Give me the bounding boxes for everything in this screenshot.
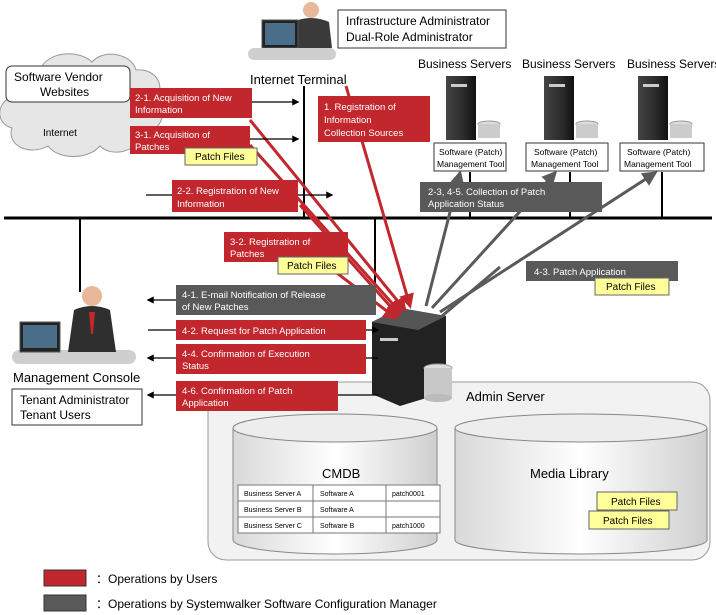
svg-text:4-6. Confirmation of Patch: 4-6. Confirmation of Patch xyxy=(182,386,292,397)
cmdb-cell: Business Server C xyxy=(244,523,302,530)
cmdb-cell: Software A xyxy=(320,507,354,514)
infrastructure-admin-person xyxy=(248,2,336,60)
cmdb-cell: Software B xyxy=(320,523,355,530)
svg-text:Software (Patch): Software (Patch) xyxy=(439,147,502,157)
svg-text:Information: Information xyxy=(135,105,183,116)
cmdb-cell: patch0001 xyxy=(392,491,425,498)
svg-text:Management Tool: Management Tool xyxy=(624,159,692,169)
legend-swatch-system xyxy=(43,594,87,612)
internet-label: Internet xyxy=(43,128,77,139)
infra-admin-label: Dual-Role Administrator xyxy=(346,30,473,44)
svg-text:1. Registration of: 1. Registration of xyxy=(324,102,396,113)
svg-text:3-1. Acquisition of: 3-1. Acquisition of xyxy=(135,130,210,141)
svg-text:Business Servers: Business Servers xyxy=(418,57,511,71)
op-4-1-box: 4-1. E-mail Notification of Release of N… xyxy=(176,285,376,315)
svg-text:Collection Sources: Collection Sources xyxy=(324,128,403,139)
admin-server-machine xyxy=(372,308,453,406)
op-2-3-box: 2-3, 4-5. Collection of Patch Applicatio… xyxy=(420,182,602,212)
svg-text:4-3. Patch Application: 4-3. Patch Application xyxy=(534,267,626,278)
svg-text:Management Tool: Management Tool xyxy=(531,159,599,169)
op-2-1-box: 2-1. Acquisition of New Information xyxy=(130,88,252,118)
svg-text:Business Servers: Business Servers xyxy=(522,57,615,71)
vendor-sites-label: Websites xyxy=(40,85,89,99)
svg-text:Business Servers: Business Servers xyxy=(627,57,716,71)
patch-files-note: Patch Files xyxy=(603,516,652,527)
svg-text:4-1. E-mail Notification of Re: 4-1. E-mail Notification of Release xyxy=(182,290,326,301)
internet-cloud: Software Vendor Websites Internet xyxy=(0,53,163,157)
op-4-2-box: 4-2. Request for Patch Application xyxy=(176,320,366,340)
infra-admin-label: Infrastructure Administrator xyxy=(346,14,490,28)
svg-text:Application: Application xyxy=(182,398,228,409)
svg-text:Software (Patch): Software (Patch) xyxy=(534,147,597,157)
svg-text:Software (Patch): Software (Patch) xyxy=(627,147,690,157)
management-console-person xyxy=(12,286,136,364)
svg-text:Application Status: Application Status xyxy=(428,199,504,210)
tenant-box xyxy=(11,388,143,426)
op-4-4-box: 4-4. Confirmation of Execution Status xyxy=(176,344,366,374)
svg-text:Patches: Patches xyxy=(135,142,170,153)
op-4-6-box: 4-6. Confirmation of Patch Application xyxy=(176,381,338,411)
svg-text:4-2. Request for Patch Applica: 4-2. Request for Patch Application xyxy=(182,326,326,337)
admin-server-label: Admin Server xyxy=(466,389,545,404)
cmdb-database: CMDB Business Server A Software A patch0… xyxy=(232,413,441,555)
patch-files-note: Patch Files xyxy=(606,282,655,293)
legend-users-label: ：Operations by Users xyxy=(96,572,217,586)
svg-text:4-4. Confirmation of Execution: 4-4. Confirmation of Execution xyxy=(182,349,310,360)
svg-text:Status: Status xyxy=(182,361,209,372)
op-1-box: 1. Registration of Information Collectio… xyxy=(318,96,430,142)
op-2-2-box: 2-2. Registration of New Information xyxy=(172,180,298,212)
svg-text:Management Tool: Management Tool xyxy=(437,159,505,169)
tenant-label: Tenant Users xyxy=(20,408,91,422)
svg-text:2-2. Registration of New: 2-2. Registration of New xyxy=(177,186,279,197)
legend-system-label: ：Operations by Systemwalker Software Con… xyxy=(96,597,437,611)
media-library-database: Media Library Patch Files Patch Files xyxy=(454,413,708,555)
business-server-2: Business Servers Software (Patch) Manage… xyxy=(522,57,615,172)
svg-text:3-2. Registration of: 3-2. Registration of xyxy=(230,237,311,248)
business-server-1: Business Servers Software (Patch) Manage… xyxy=(418,57,511,172)
legend-swatch-users xyxy=(43,569,87,587)
svg-text:2-3, 4-5. Collection of Patch: 2-3, 4-5. Collection of Patch xyxy=(428,187,545,198)
patch-files-note: Patch Files xyxy=(195,152,244,163)
cmdb-cell: patch1000 xyxy=(392,523,425,530)
op-3-1-box: 3-1. Acquisition of Patches Patch Files xyxy=(130,126,258,166)
business-server-3: Business Servers Software (Patch) Manage… xyxy=(619,57,716,172)
svg-text:2-1. Acquisition of New: 2-1. Acquisition of New xyxy=(135,93,232,104)
cmdb-cell: Software A xyxy=(320,491,354,498)
svg-text:Patches: Patches xyxy=(230,249,265,260)
internet-terminal-label: Internet Terminal xyxy=(250,72,347,87)
management-console-label: Management Console xyxy=(13,370,140,385)
media-library-title: Media Library xyxy=(530,466,609,481)
legend: ：Operations by Users ：Operations by Syst… xyxy=(43,569,437,612)
svg-text:Information: Information xyxy=(324,115,372,126)
op-4-3-box: 4-3. Patch Application Patch Files xyxy=(526,261,678,296)
cmdb-table: Business Server A Software A patch0001 B… xyxy=(237,484,441,534)
svg-text:Information: Information xyxy=(177,199,225,210)
tenant-label: Tenant Administrator xyxy=(20,393,129,407)
patch-files-note: Patch Files xyxy=(611,497,660,508)
cmdb-title: CMDB xyxy=(322,466,360,481)
op-3-2-box: 3-2. Registration of Patches Patch Files xyxy=(224,232,349,275)
cmdb-cell: Business Server A xyxy=(244,491,302,498)
infra-admin-box xyxy=(337,9,507,49)
svg-text:of New Patches: of New Patches xyxy=(182,302,249,313)
vendor-sites-label: Software Vendor xyxy=(14,70,103,84)
cmdb-cell: Business Server B xyxy=(244,507,302,514)
patch-files-note: Patch Files xyxy=(287,261,336,272)
